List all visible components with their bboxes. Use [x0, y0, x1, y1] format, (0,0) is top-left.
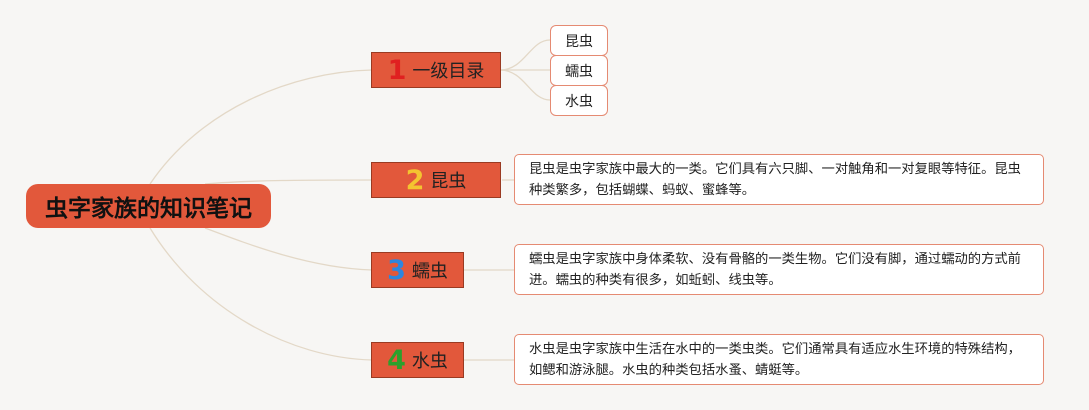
number-2-icon: 2	[405, 164, 425, 196]
subtopic-worm-label: 蠕虫	[565, 63, 593, 80]
subtopic-worm[interactable]: 蠕虫	[550, 55, 608, 86]
description-worm-text: 蠕虫是虫字家族中身体柔软、没有骨骼的一类生物。它们没有脚，通过蠕动的方式前进。蠕…	[529, 252, 1021, 288]
root-topic-title: 虫字家族的知识笔记	[45, 196, 252, 222]
number-1-icon: 1	[387, 54, 407, 86]
topic-4[interactable]: 4 水虫	[371, 342, 464, 378]
subtopic-water-bug-label: 水虫	[565, 93, 593, 110]
number-3-icon: 3	[387, 254, 406, 286]
topic-2[interactable]: 2 昆虫	[371, 162, 501, 198]
topic-4-label: 水虫	[411, 351, 448, 372]
description-insect-text: 昆虫是虫字家族中最大的一类。它们具有六只脚、一对触角和一对复眼等特征。昆虫种类繁…	[529, 162, 1021, 198]
root-topic[interactable]: 虫字家族的知识笔记	[26, 184, 271, 228]
number-4-icon: 4	[387, 344, 406, 376]
description-worm[interactable]: 蠕虫是虫字家族中身体柔软、没有骨骼的一类生物。它们没有脚，通过蠕动的方式前进。蠕…	[514, 244, 1044, 295]
subtopic-insect-label: 昆虫	[565, 33, 593, 50]
topic-3-label: 蠕虫	[411, 261, 448, 282]
description-insect[interactable]: 昆虫是虫字家族中最大的一类。它们具有六只脚、一对触角和一对复眼等特征。昆虫种类繁…	[514, 154, 1044, 205]
subtopic-water-bug[interactable]: 水虫	[550, 85, 608, 116]
description-water-bug-text: 水虫是虫字家族中生活在水中的一类虫类。它们通常具有适应水生环境的特殊结构，如鳃和…	[529, 342, 1021, 378]
topic-3[interactable]: 3 蠕虫	[371, 252, 464, 288]
topic-1[interactable]: 1 一级目录	[371, 52, 501, 88]
topic-2-label: 昆虫	[430, 171, 467, 192]
description-water-bug[interactable]: 水虫是虫字家族中生活在水中的一类虫类。它们通常具有适应水生环境的特殊结构，如鳃和…	[514, 334, 1044, 385]
topic-1-label: 一级目录	[412, 61, 485, 82]
subtopic-insect[interactable]: 昆虫	[550, 25, 608, 56]
